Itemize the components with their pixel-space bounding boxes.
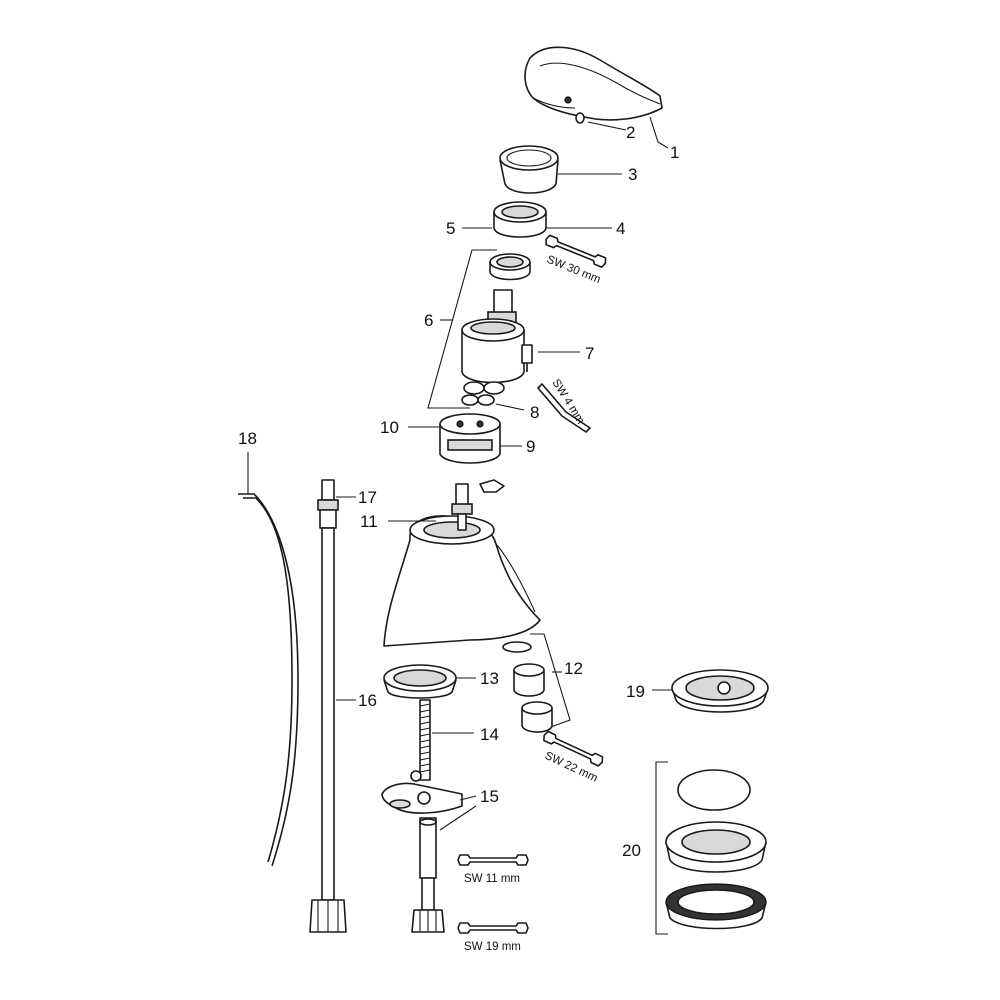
callout-9: 9: [526, 437, 535, 456]
part-3-cover-sleeve: [499, 145, 559, 194]
callout-4: 4: [616, 219, 625, 238]
callout-17: 17: [358, 488, 377, 507]
part-12-aerator-housing: [521, 701, 553, 733]
part-9-cartridge-base: [439, 413, 501, 464]
part-16-flexible-hose: [309, 527, 347, 933]
leader-2: [587, 121, 627, 131]
part-20-o-ring: [677, 769, 751, 811]
part-6-top-ring: [489, 253, 531, 281]
callout-8: 8: [530, 403, 539, 422]
leader-8: [495, 403, 525, 411]
part-15-feed-nut: [411, 877, 445, 933]
callout-5: 5: [446, 219, 455, 238]
leader-1: [649, 116, 669, 149]
part-4-cartridge-nut: [493, 201, 547, 238]
callout-3: 3: [628, 165, 637, 184]
callout-15: 15: [480, 787, 499, 806]
wrench-sw30-icon: [545, 234, 607, 268]
callout-12: 12: [564, 659, 583, 678]
part-12-aerator-washer: [502, 641, 532, 653]
hex-key-sw4-icon: [537, 383, 591, 433]
callout-19: 19: [626, 682, 645, 701]
part-20-seal-ring: [665, 883, 767, 930]
wrench-sw19-icon: [457, 922, 529, 934]
part-20-flange: [665, 821, 767, 873]
part-9-clip: [479, 479, 505, 493]
callout-1: 1: [670, 143, 679, 162]
tool-label-sw11: SW 11 mm: [464, 873, 520, 885]
bracket-6: [427, 249, 497, 409]
part-6-cartridge-body: [461, 318, 525, 384]
part-17-hose-tip: [317, 479, 339, 529]
callout-13: 13: [480, 669, 499, 688]
part-13-base-gasket: [383, 664, 457, 699]
callout-16: 16: [358, 691, 377, 710]
wrench-sw11-icon: [457, 854, 529, 866]
bracket-12: [530, 633, 571, 729]
callout-7: 7: [585, 344, 594, 363]
callout-20: 20: [622, 841, 641, 860]
part-7-screw: [521, 344, 533, 372]
part-8-o-rings: [461, 381, 505, 406]
part-15-mounting-sleeve: [419, 817, 437, 879]
bracket-20: [655, 761, 668, 935]
part-19-waste-plug: [671, 669, 769, 713]
wrench-sw22-icon: [543, 730, 604, 767]
callout-2: 2: [626, 123, 635, 142]
callout-18: 18: [238, 429, 257, 448]
part-14-threaded-rod: [410, 699, 431, 782]
part-1-lever-handle: [524, 46, 663, 121]
callout-6: 6: [424, 311, 433, 330]
tool-label-sw19: SW 19 mm: [464, 941, 521, 953]
callout-10: 10: [380, 418, 399, 437]
part-15-mounting-bracket: [381, 782, 463, 814]
part-11-inlet-stem: [451, 483, 473, 531]
callout-14: 14: [480, 725, 499, 744]
part-2-set-screw: [575, 112, 585, 124]
part-12-aerator-insert: [513, 663, 545, 697]
part-11-spout-body: [383, 515, 541, 647]
callout-11: 11: [360, 512, 378, 531]
part-18-pull-rod: [238, 493, 299, 867]
leader-15: [439, 795, 477, 831]
